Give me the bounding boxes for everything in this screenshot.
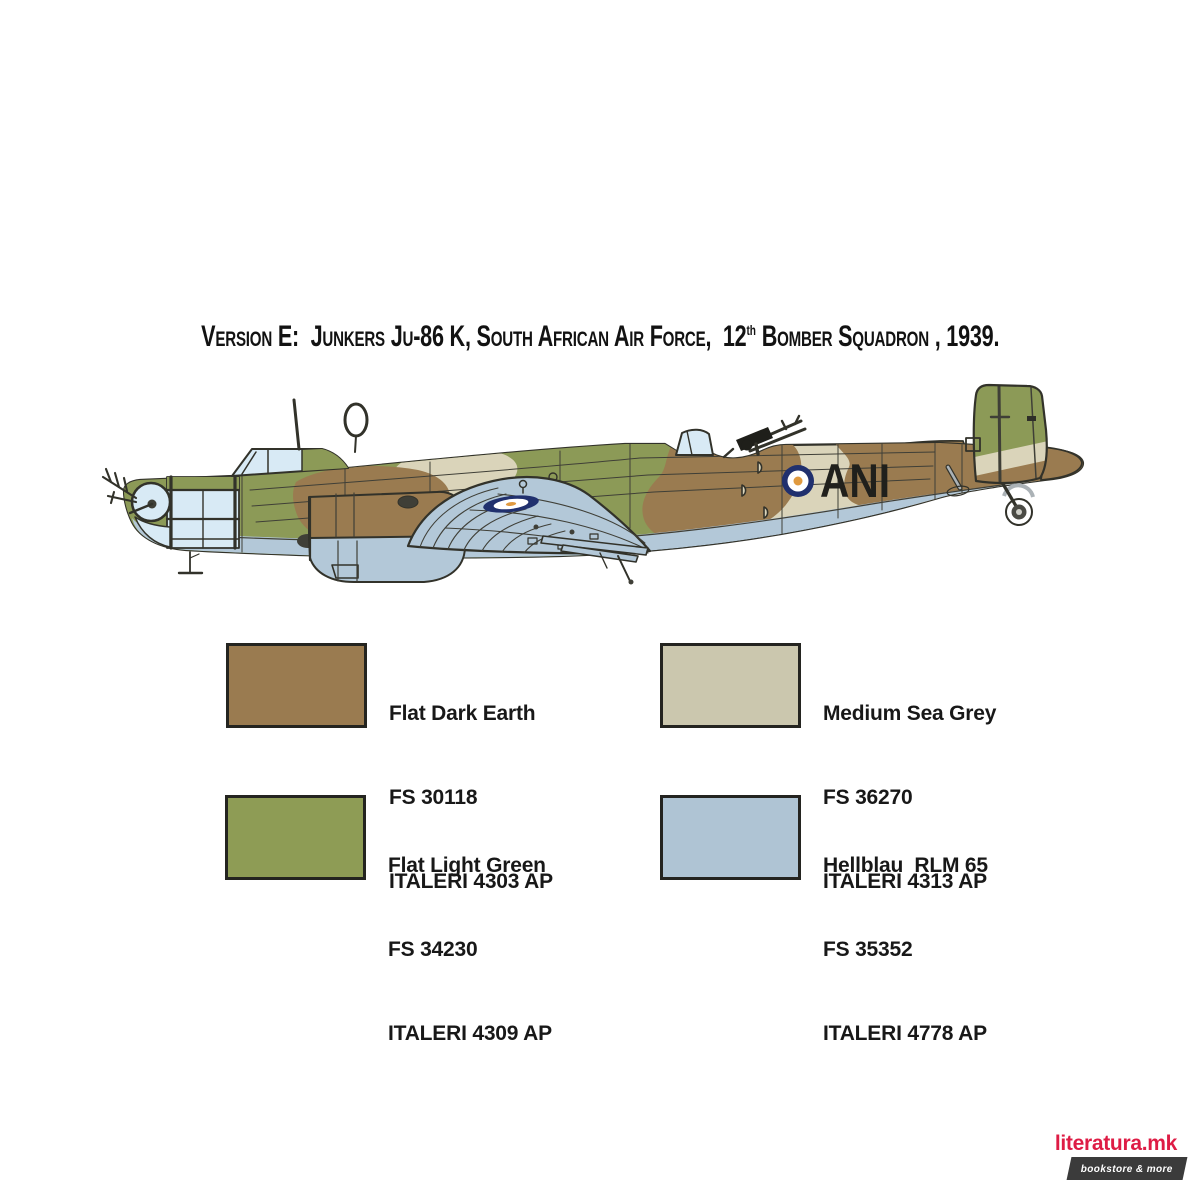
paint-swatch	[660, 795, 801, 880]
loop-antenna	[343, 402, 369, 453]
paint-italeri-code: ITALERI 4778 AP	[823, 1022, 987, 1045]
paint-swatch	[660, 643, 801, 728]
exhaust	[397, 495, 419, 509]
underside-t-antenna	[177, 551, 204, 575]
gunner-windscreen	[675, 428, 714, 456]
paint-swatch	[226, 643, 367, 728]
paint-fs-code: FS 36270	[823, 786, 913, 809]
flap-slats	[540, 535, 649, 585]
fuselage-roundel	[782, 465, 814, 497]
paint-card-flat-light-green: Flat Light Green FS 34230 ITALERI 4309 A…	[225, 795, 552, 1104]
version-caption: Version E: Junkers Ju-86 K, South Africa…	[0, 321, 1200, 357]
front-antenna	[101, 467, 138, 505]
paint-card-hellblau: Hellblau RLM 65 FS 35352 ITALERI 4778 AP	[660, 795, 988, 1104]
paint-name: Medium Sea Grey	[823, 702, 997, 725]
cockpit-canopy	[231, 448, 349, 477]
machine-gun	[722, 414, 807, 459]
paint-italeri-code: ITALERI 4303 AP	[389, 870, 553, 893]
paint-italeri-code: ITALERI 4309 AP	[388, 1022, 552, 1045]
paint-name: Flat Light Green	[388, 854, 546, 877]
watermark-tagline: bookstore & more	[1080, 1164, 1173, 1175]
aircraft-profile-illustration: ANI	[101, 383, 1085, 585]
tail-strut	[945, 464, 970, 497]
wing	[406, 475, 652, 585]
tail-fin	[965, 383, 1048, 485]
paint-fs-code: FS 35352	[823, 938, 913, 961]
fuselage-vents	[741, 461, 769, 519]
caption-part1: Version E: Junkers Ju-86 K, South Africa…	[200, 320, 747, 353]
paint-card-medium-sea-grey: Medium Sea Grey FS 36270 ITALERI 4313 AP	[660, 643, 996, 952]
tail-wheel	[1001, 482, 1035, 526]
nose-glazing	[128, 475, 241, 550]
paint-name: Flat Dark Earth	[389, 702, 536, 725]
paint-name: Hellblau RLM 65	[823, 854, 988, 877]
paint-italeri-code: ITALERI 4313 AP	[823, 870, 987, 893]
squadron-code: ANI	[820, 454, 890, 507]
paint-swatch	[225, 795, 366, 880]
literatura-logo: literatura.mk bookstore & more	[1054, 1132, 1188, 1180]
version-caption-text: Version E: Junkers Ju-86 K, South Africa…	[201, 321, 999, 357]
tail	[945, 383, 1083, 526]
dorsal-gun-position	[675, 414, 807, 459]
paint-fs-code: FS 34230	[388, 938, 478, 961]
paint-fs-code: FS 30118	[389, 786, 478, 809]
antenna-mast	[292, 398, 301, 451]
caption-superscript: th	[746, 322, 756, 338]
paint-card-flat-dark-earth: Flat Dark Earth FS 30118 ITALERI 4303 AP	[226, 643, 553, 952]
wing-roundel	[483, 495, 539, 513]
caption-part2: Bomber Squadron , 1939.	[755, 320, 1000, 353]
watermark-tagline-box: bookstore & more	[1066, 1157, 1188, 1180]
watermark-site-name: literatura.mk	[1054, 1132, 1177, 1155]
